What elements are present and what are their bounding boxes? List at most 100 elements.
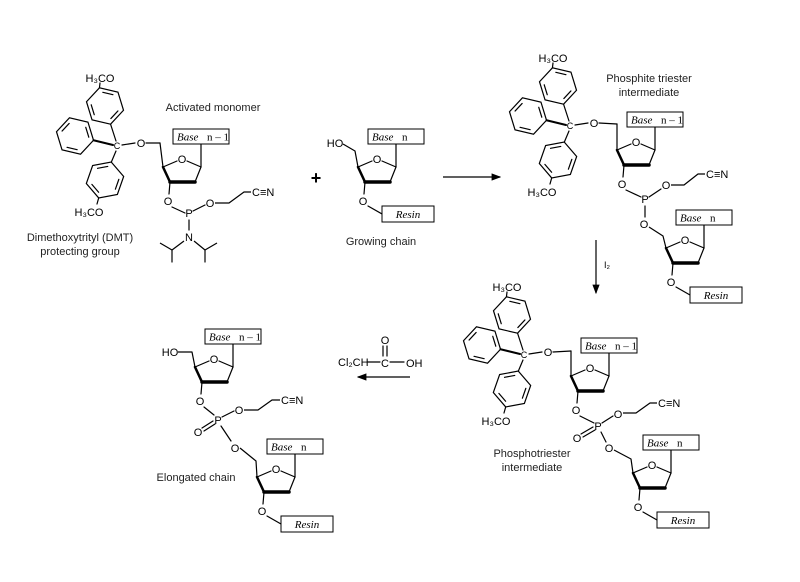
- bond: [357, 160, 373, 168]
- benzene-ring: [85, 87, 125, 125]
- double-bond-line: [503, 374, 516, 378]
- trityl-carbon-label: C: [567, 121, 574, 131]
- bond: [576, 390, 579, 404]
- nitrogen-label: N: [185, 232, 193, 244]
- double-bond-line: [96, 165, 109, 169]
- base-label: Base: [647, 438, 669, 450]
- bold-bond: [255, 475, 266, 494]
- double-bond-line: [538, 106, 543, 118]
- resin-label: Resin: [670, 515, 696, 527]
- wedge-bond: [562, 103, 570, 122]
- phosphotriester-label: intermediate: [502, 462, 563, 474]
- oxygen-label: O: [590, 118, 599, 130]
- bond: [178, 351, 196, 368]
- base-box: [367, 128, 425, 145]
- bond: [342, 143, 359, 168]
- bond: [551, 62, 554, 69]
- bond: [598, 122, 618, 125]
- double-bond-line: [555, 71, 567, 76]
- bond: [664, 472, 672, 489]
- oxygen-label: O: [137, 138, 146, 150]
- trityl-carbon-label: C: [521, 350, 528, 360]
- bond: [602, 375, 610, 392]
- benzene-ring: [492, 296, 532, 334]
- isopropyl: [193, 240, 218, 251]
- double-bond-line: [85, 126, 90, 138]
- bond: [203, 406, 215, 416]
- double-bond-line: [61, 122, 70, 132]
- bond: [266, 515, 282, 525]
- resin-box: [689, 286, 743, 304]
- double-bond-line: [544, 163, 553, 173]
- bond: [549, 177, 553, 185]
- double-bond-line: [549, 145, 562, 149]
- oxygen-3-label: O: [258, 506, 267, 518]
- base-label: Base: [585, 341, 607, 353]
- plus-sign: +: [311, 168, 322, 188]
- bond: [203, 423, 216, 432]
- oxygen-label: O: [544, 347, 553, 359]
- bond: [613, 449, 634, 474]
- bond: [600, 431, 607, 443]
- double-bond-line: [519, 126, 531, 131]
- base-index-label: n – 1: [661, 115, 683, 127]
- base-box: [172, 128, 230, 145]
- acid-hydroxyl-label: OH: [406, 358, 423, 370]
- base-index-label: n: [402, 132, 408, 144]
- double-bond-line: [492, 335, 497, 347]
- cyanoethyl-chain: [671, 173, 705, 186]
- resin-box: [381, 205, 435, 223]
- ring-oxygen-label: O: [586, 363, 595, 375]
- bond: [689, 241, 705, 249]
- oxygen-label: O: [235, 405, 244, 417]
- bond: [563, 130, 570, 143]
- bond: [121, 142, 136, 146]
- base-label: Base: [209, 332, 231, 344]
- cyano-label: C≡N: [252, 187, 274, 199]
- resin-box: [656, 511, 710, 529]
- benzene-ring: [508, 97, 548, 135]
- cyanoethyl-chain: [623, 402, 657, 414]
- oxygen-3-label: O: [164, 196, 173, 208]
- bond: [632, 466, 648, 474]
- trityl-carbon-label: C: [114, 141, 121, 151]
- base-label: Base: [177, 132, 199, 144]
- double-bond-line: [543, 84, 548, 96]
- double-bond-line: [468, 331, 477, 341]
- phosphate-linkage: POC≡NOO: [573, 398, 680, 474]
- base-box: [266, 438, 324, 455]
- phosphorus-label: P: [641, 194, 648, 206]
- oxygen-label: O: [662, 180, 671, 192]
- acid-carbon-label: C: [381, 358, 389, 370]
- hydroxyl-label: HO: [327, 138, 344, 150]
- base-label: Base: [271, 442, 293, 454]
- double-bond-line: [110, 110, 119, 120]
- methoxy-label: H₃CO: [493, 282, 522, 294]
- cyano-label: C≡N: [658, 398, 680, 410]
- base-index-label: n – 1: [615, 341, 637, 353]
- phosphotriester-label: Phosphotriester: [493, 448, 570, 460]
- phosphite-label: intermediate: [619, 87, 680, 99]
- ring-oxygen-label: O: [272, 464, 281, 476]
- bond: [363, 181, 366, 195]
- phosphite-label: Phosphite triester: [606, 73, 692, 85]
- double-bond-line: [90, 104, 95, 116]
- cyano-label: C≡N: [706, 169, 728, 181]
- bond: [194, 360, 210, 368]
- bond: [675, 286, 691, 296]
- base-box: [675, 209, 733, 226]
- bond: [638, 487, 641, 501]
- bond: [98, 82, 101, 89]
- bond: [594, 369, 610, 377]
- dmt-label: Dimethoxytrityl (DMT): [27, 232, 133, 244]
- iodine-reagent-label: I₂: [604, 260, 611, 270]
- resin-label: Resin: [395, 209, 421, 221]
- bond: [381, 160, 397, 168]
- dmt-label: protecting group: [40, 246, 120, 258]
- wedge-bond: [499, 348, 521, 355]
